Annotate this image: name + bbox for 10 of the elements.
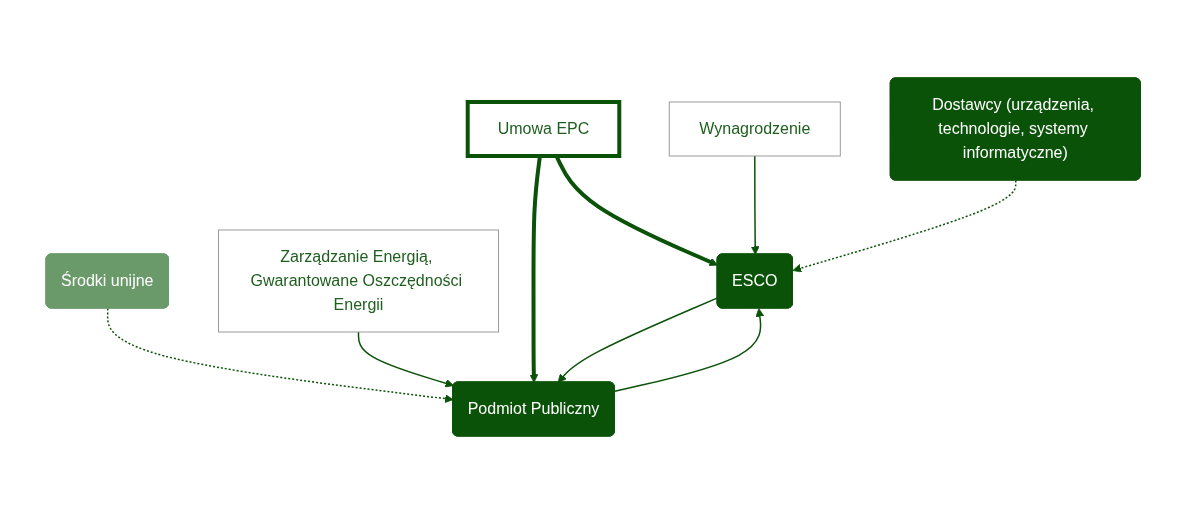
arrow: [614, 307, 765, 392]
arrow: [792, 179, 1017, 272]
node-box: Wynagrodzenie: [669, 101, 842, 156]
arrow: [558, 296, 719, 383]
arrow: [529, 155, 543, 383]
arrow: [358, 330, 455, 387]
arrow: [107, 307, 454, 403]
node-box: Zarządzanie Energią, Gwarantowane Oszczędności Energii: [218, 229, 500, 332]
node-box: Umowa EPC: [466, 99, 622, 158]
arrow: [751, 154, 760, 255]
